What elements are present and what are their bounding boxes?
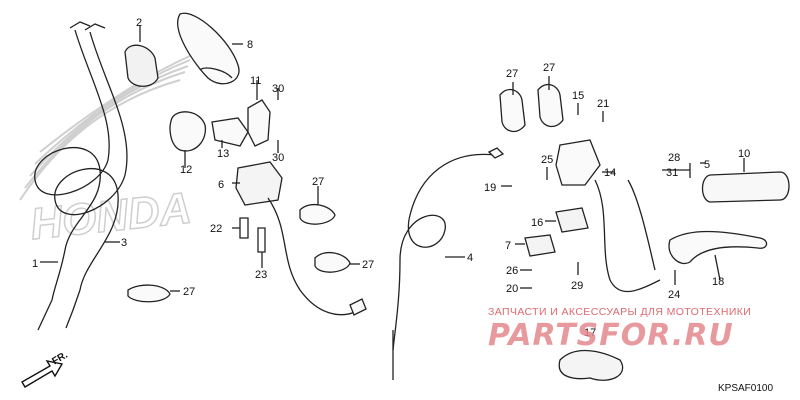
callout: 27 (312, 176, 324, 188)
watermark-site: PARTSFOR.RU (488, 318, 734, 353)
callout: 14 (604, 167, 616, 179)
callout: 11 (250, 75, 261, 87)
throttle-cable-a-end (37, 299, 53, 331)
throttle-grip-rubber (124, 44, 159, 87)
throttle-housing-lower (211, 117, 249, 147)
callout: 20 (506, 283, 518, 295)
left-grip (701, 171, 790, 203)
callout: 27 (183, 286, 195, 298)
callout: 30 (272, 83, 284, 95)
honda-logo-text: HONDA (28, 184, 194, 250)
callout: 25 (541, 154, 553, 166)
callout-labels: 1 2 3 4 5 6 7 8 10 11 12 13 14 15 16 17 … (32, 17, 750, 339)
callout: 27 (543, 62, 555, 74)
callout: 17 (584, 327, 596, 339)
clutch-lever (668, 230, 768, 265)
front-arrow-icon (21, 360, 64, 388)
throttle-cable-a (34, 29, 110, 301)
diagram-code: KPSAF0100 (718, 383, 774, 394)
callout: 16 (531, 217, 543, 229)
callout: 3 (121, 237, 127, 249)
callout: 12 (180, 164, 192, 176)
throttle-cable-b (54, 31, 128, 291)
throttle-grip (177, 12, 240, 85)
callout: 19 (484, 182, 496, 194)
callout: 26 (506, 265, 518, 277)
callout: 21 (597, 98, 609, 110)
callout: 27 (362, 259, 374, 271)
switch-assembly (235, 161, 283, 206)
callout: 31 (666, 167, 678, 179)
callout: 2 (136, 17, 142, 29)
clutch-cable (392, 153, 496, 351)
clutch-lever-bracket (555, 139, 601, 186)
callout: 18 (712, 276, 724, 288)
callout: 1 (32, 258, 38, 270)
throttle-housing-upper (169, 111, 207, 152)
honda-wing-logo (19, 54, 193, 201)
part-lines (34, 12, 790, 381)
watermark-tagline: ЗАПЧАСТИ И АКСЕССУАРЫ ДЛЯ МОТОТЕХНИКИ (488, 306, 752, 318)
callout: 29 (571, 280, 583, 292)
callout: 13 (217, 148, 229, 160)
callout: 27 (506, 68, 518, 80)
callout: 23 (255, 269, 267, 281)
callout: 28 (668, 152, 680, 164)
callout: 5 (704, 159, 710, 171)
callout: 24 (668, 289, 680, 301)
callout: 22 (210, 223, 222, 235)
callout: 30 (272, 152, 284, 164)
bracket (247, 99, 271, 147)
callout: 4 (467, 252, 473, 264)
callout: 6 (218, 179, 224, 191)
callout: 8 (247, 39, 253, 51)
throttle-cable-b-end (65, 289, 81, 329)
callout: 7 (505, 240, 511, 252)
callout: 10 (738, 148, 750, 160)
callout: 15 (572, 90, 584, 102)
